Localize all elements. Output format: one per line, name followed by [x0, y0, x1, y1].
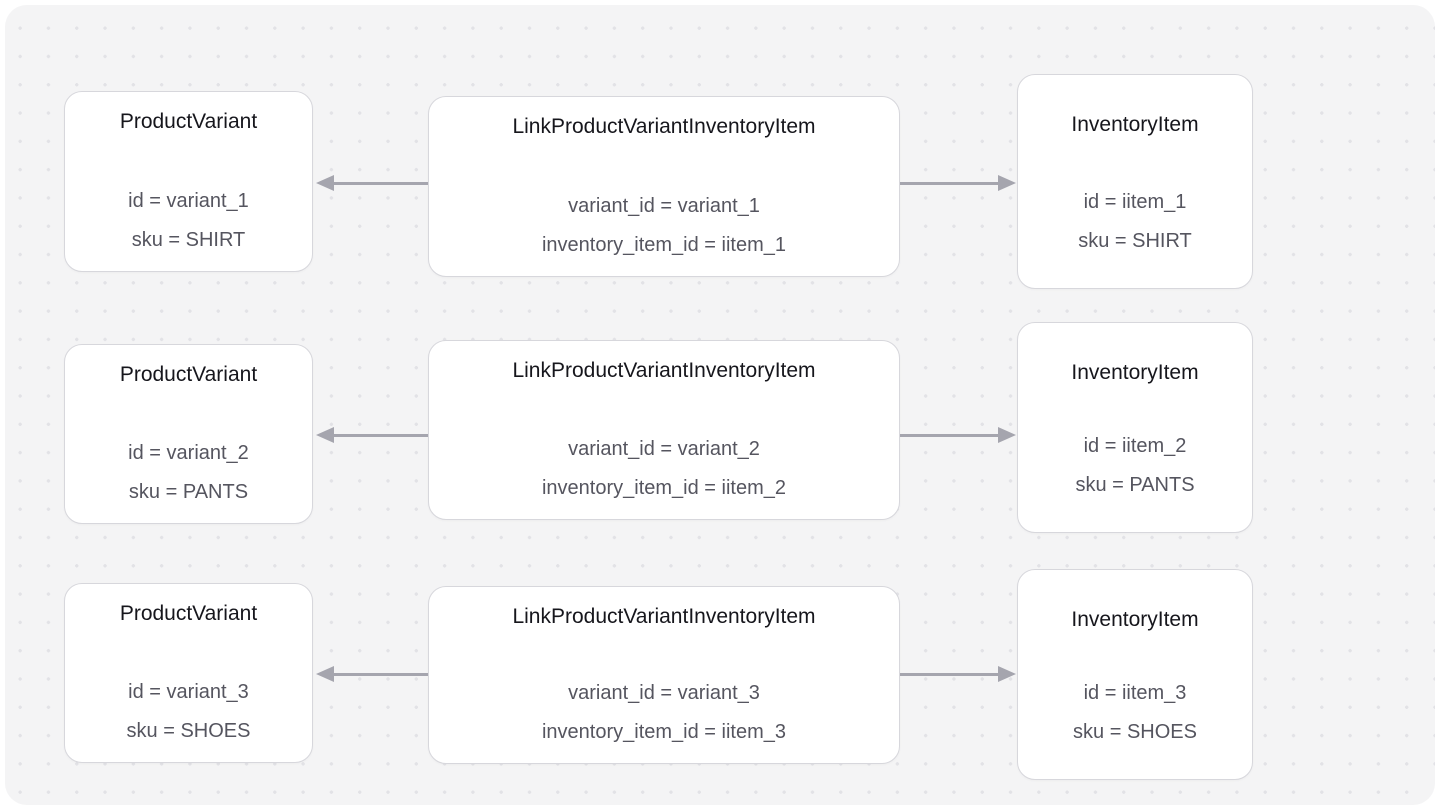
node-field: id = variant_2: [128, 442, 249, 464]
node-field: id = iitem_2: [1083, 435, 1187, 457]
arrow-link-to-product-variant: [333, 182, 428, 185]
node-field: inventory_item_id = iitem_1: [541, 234, 786, 256]
node-inventory-item[interactable]: InventoryItem id = iitem_1 sku = SHIRT: [1017, 74, 1253, 289]
node-product-variant[interactable]: ProductVariant id = variant_2 sku = PANT…: [64, 344, 313, 524]
node-link-product-variant-inventory-item[interactable]: LinkProductVariantInventoryItem variant_…: [428, 586, 900, 764]
node-fields: id = iitem_3 sku = SHOES: [1073, 674, 1197, 752]
node-fields: variant_id = variant_1 inventory_item_id…: [542, 187, 786, 265]
node-field: id = iitem_3: [1083, 682, 1187, 704]
diagram-stage: ProductVariant id = variant_1 sku = SHIR…: [5, 5, 1435, 805]
node-field: sku = SHOES: [126, 720, 251, 742]
node-inventory-item[interactable]: InventoryItem id = iitem_2 sku = PANTS: [1017, 322, 1253, 533]
node-inventory-item[interactable]: InventoryItem id = iitem_3 sku = SHOES: [1017, 569, 1253, 780]
node-title: ProductVariant: [119, 602, 258, 625]
node-field: sku = SHIRT: [1078, 230, 1192, 252]
node-title: InventoryItem: [1071, 361, 1199, 384]
node-product-variant[interactable]: ProductVariant id = variant_1 sku = SHIR…: [64, 91, 313, 272]
node-title: LinkProductVariantInventoryItem: [512, 605, 816, 628]
node-link-product-variant-inventory-item[interactable]: LinkProductVariantInventoryItem variant_…: [428, 96, 900, 277]
node-title: InventoryItem: [1071, 608, 1199, 631]
node-title: ProductVariant: [119, 363, 258, 386]
node-title: LinkProductVariantInventoryItem: [512, 115, 816, 138]
arrow-link-to-product-variant: [333, 673, 428, 676]
node-title: InventoryItem: [1071, 113, 1199, 136]
node-field: sku = PANTS: [1075, 474, 1195, 496]
arrow-link-to-inventory-item: [900, 434, 999, 437]
arrow-link-to-product-variant: [333, 434, 428, 437]
diagram-canvas[interactable]: ProductVariant id = variant_1 sku = SHIR…: [5, 5, 1435, 805]
node-fields: id = variant_3 sku = SHOES: [127, 673, 251, 751]
node-field: id = variant_3: [128, 681, 249, 703]
node-fields: id = variant_2 sku = PANTS: [128, 434, 249, 512]
node-field: variant_id = variant_3: [568, 682, 760, 704]
node-field: variant_id = variant_2: [568, 438, 760, 460]
node-fields: id = iitem_1 sku = SHIRT: [1078, 183, 1192, 261]
node-field: sku = SHOES: [1073, 721, 1197, 743]
node-title: ProductVariant: [119, 110, 258, 133]
node-field: id = variant_1: [128, 190, 249, 212]
node-field: inventory_item_id = iitem_2: [541, 477, 786, 499]
node-fields: id = variant_1 sku = SHIRT: [128, 182, 249, 260]
node-fields: id = iitem_2 sku = PANTS: [1075, 427, 1194, 505]
node-field: variant_id = variant_1: [568, 195, 760, 217]
node-field: inventory_item_id = iitem_3: [541, 721, 786, 743]
node-field: id = iitem_1: [1083, 191, 1187, 213]
node-link-product-variant-inventory-item[interactable]: LinkProductVariantInventoryItem variant_…: [428, 340, 900, 520]
node-product-variant[interactable]: ProductVariant id = variant_3 sku = SHOE…: [64, 583, 313, 763]
node-field: sku = SHIRT: [131, 229, 246, 251]
arrow-link-to-inventory-item: [900, 673, 999, 676]
node-fields: variant_id = variant_2 inventory_item_id…: [542, 430, 786, 508]
arrow-link-to-inventory-item: [900, 182, 999, 185]
node-title: LinkProductVariantInventoryItem: [512, 359, 816, 382]
node-fields: variant_id = variant_3 inventory_item_id…: [542, 674, 786, 752]
node-field: sku = PANTS: [128, 481, 249, 503]
